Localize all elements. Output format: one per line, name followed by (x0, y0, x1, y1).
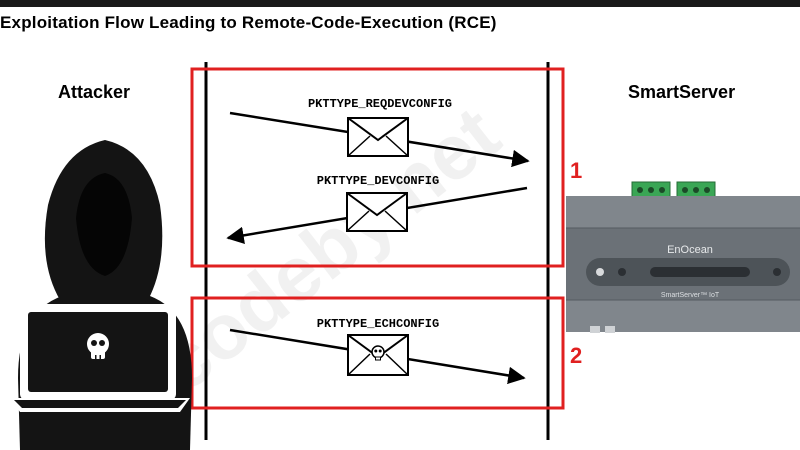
skull-envelope-icon (347, 334, 409, 376)
message-2-label: PKTTYPE_DEVCONFIG (317, 174, 439, 188)
device-model-text: SmartServer™ IoT (661, 292, 720, 299)
device-brand-text: EnOcean (667, 244, 713, 256)
watermark: codeby.net (141, 89, 515, 408)
message-1-label: PKTTYPE_REQDEVCONFIG (308, 97, 452, 111)
message-3-label: PKTTYPE_ECHCONFIG (317, 317, 439, 331)
envelope-icon (347, 117, 409, 157)
top-border-bar (0, 0, 800, 7)
smartserver-device-icon: EnOcean SmartServer™ IoT (566, 181, 800, 333)
step-2-number: 2 (570, 343, 582, 368)
step-1-number: 1 (570, 158, 582, 183)
skull-icon (87, 333, 109, 359)
diagram-title: Exploitation Flow Leading to Remote-Code… (0, 13, 497, 32)
attacker-label: Attacker (58, 82, 131, 102)
step-1-box (190, 67, 565, 268)
hooded-attacker-icon (10, 140, 192, 450)
envelope-icon (346, 192, 408, 232)
smartserver-label: SmartServer (628, 82, 736, 102)
step-2-box (190, 296, 565, 410)
